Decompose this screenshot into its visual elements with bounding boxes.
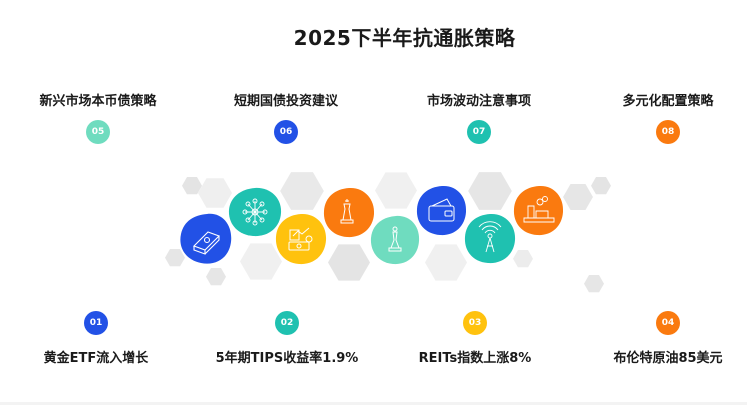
network-circle [228, 187, 282, 237]
strategy-item-05: 新兴市场本币债策略 05 [13, 90, 183, 144]
gold-bar-icon [193, 231, 220, 255]
item-label: 新兴市场本币债策略 [39, 94, 157, 109]
background-hexagons [165, 172, 611, 293]
strategy-item-02: 02 5年期TIPS收益率1.9% [202, 311, 372, 366]
item-label: REITs指数上涨8% [418, 351, 532, 366]
factory-circle [513, 185, 564, 236]
item-label: 5年期TIPS收益率1.9% [215, 351, 359, 366]
item-label: 布伦特原油85美元 [613, 351, 723, 366]
wallet-circle [416, 185, 467, 236]
wallet-icon [428, 198, 455, 222]
item-label: 黄金ETF流入增长 [43, 351, 149, 366]
factory-icon [523, 196, 555, 223]
number-badge: 05 [86, 120, 110, 144]
number-badge: 01 [84, 311, 108, 335]
strategy-item-04: 04 布伦特原油85美元 [583, 311, 747, 366]
chart-money-circle [275, 213, 327, 265]
signal-tower-circle [464, 213, 516, 264]
strategy-item-03: 03 REITs指数上涨8% [390, 311, 560, 366]
signal-tower-icon [478, 221, 502, 253]
item-label: 多元化配置策略 [622, 94, 714, 109]
chess-pawn-circle [370, 215, 420, 265]
strategy-item-08: 多元化配置策略 08 [583, 90, 747, 144]
strategy-item-07: 市场波动注意事项 07 [394, 90, 564, 144]
chess-king-icon [340, 199, 354, 224]
chess-king-circle [323, 187, 375, 238]
number-badge: 03 [463, 311, 487, 335]
network-icon [242, 198, 268, 226]
gold-bar-circle [180, 213, 232, 264]
number-badge: 04 [656, 311, 680, 335]
page-title: 2025下半年抗通胀策略 [293, 26, 516, 50]
strategy-item-06: 短期国债投资建议 06 [201, 90, 371, 144]
footer-band [0, 402, 747, 405]
number-badge: 07 [467, 120, 491, 144]
number-badge: 08 [656, 120, 680, 144]
strategy-item-01: 01 黄金ETF流入增长 [11, 311, 181, 366]
chess-pawn-icon [388, 226, 402, 252]
chart-money-icon [288, 227, 313, 251]
number-badge: 02 [275, 311, 299, 335]
item-label: 短期国债投资建议 [233, 94, 338, 109]
number-badge: 06 [274, 120, 298, 144]
item-label: 市场波动注意事项 [426, 94, 531, 109]
